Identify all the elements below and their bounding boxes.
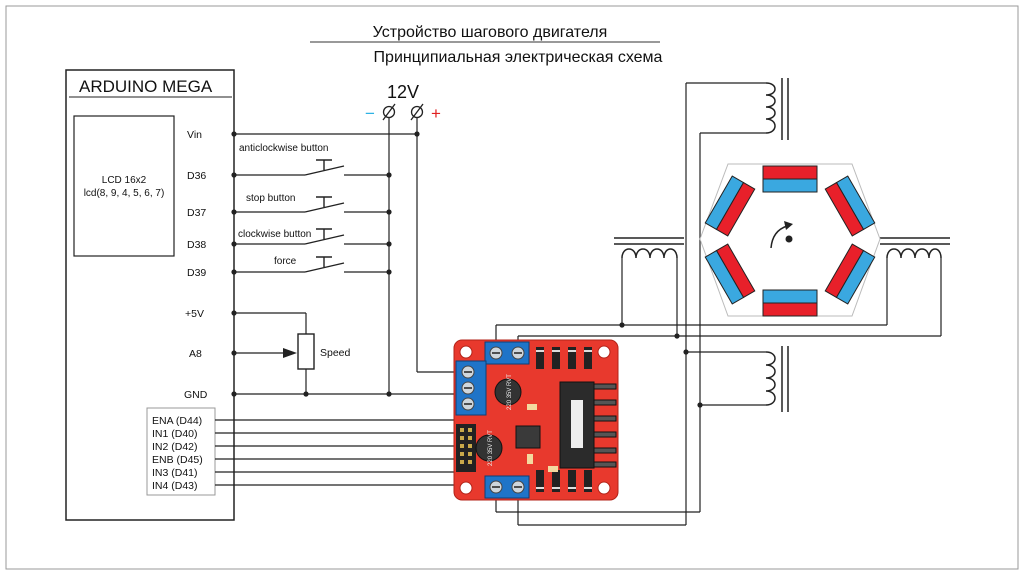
pin-in2: IN2 (D42) <box>152 441 198 453</box>
pin-d39: D39 <box>187 267 206 279</box>
pin-5v: +5V <box>185 308 204 320</box>
pin-enb: ENB (D45) <box>152 454 203 466</box>
speed-label: Speed <box>320 347 351 359</box>
title-line2: Принципиальная электрическая схема <box>374 49 663 66</box>
arduino-mega-board: ARDUINO MEGA LCD 16x2 lcd(8, 9, 4, 5, 6,… <box>65 69 235 521</box>
pin-a8: A8 <box>189 348 202 360</box>
push-buttons <box>304 159 345 273</box>
anticlockwise-button-label: anticlockwise button <box>239 143 329 154</box>
stop-button-label: stop button <box>246 193 295 204</box>
pin-gnd: GND <box>184 389 208 401</box>
wiring <box>215 117 462 486</box>
lcd-label: LCD 16x2 <box>102 175 147 186</box>
power-supply-12v: 12V − + <box>365 82 441 123</box>
pin-d38: D38 <box>187 239 206 251</box>
pin-d37: D37 <box>187 207 206 219</box>
pin-in3: IN3 (D41) <box>152 467 198 479</box>
pin-in4: IN4 (D43) <box>152 480 198 492</box>
arduino-title: ARDUINO MEGA <box>79 77 213 96</box>
lcd-display <box>73 115 175 257</box>
pin-ena: ENA (D44) <box>152 415 202 427</box>
capacitor1-label: 220 35V RVT <box>507 374 513 410</box>
capacitor2-label: 220 35V RVT <box>488 430 494 466</box>
speed-potentiometer <box>283 333 315 370</box>
motor-junctions <box>619 322 703 408</box>
l298n-driver-module: 220 35V RVT 220 35V RVT <box>453 339 619 501</box>
lcd-pins-label: lcd(8, 9, 4, 5, 6, 7) <box>84 188 165 199</box>
voltage-label: 12V <box>387 82 419 102</box>
force-button-label: force <box>274 256 297 267</box>
plus-sign: + <box>431 104 441 123</box>
rail-junctions <box>303 131 420 397</box>
minus-sign: − <box>365 104 375 123</box>
driver-pin-box <box>146 407 216 496</box>
stepper-rotor <box>699 163 881 317</box>
pin-d36: D36 <box>187 170 206 182</box>
motor-coils <box>614 78 950 412</box>
title-line1: Устройство шагового двигателя <box>373 24 608 41</box>
pin-in1: IN1 (D40) <box>152 428 198 440</box>
clockwise-button-label: clockwise button <box>238 229 311 240</box>
pin-vin: Vin <box>187 129 202 141</box>
